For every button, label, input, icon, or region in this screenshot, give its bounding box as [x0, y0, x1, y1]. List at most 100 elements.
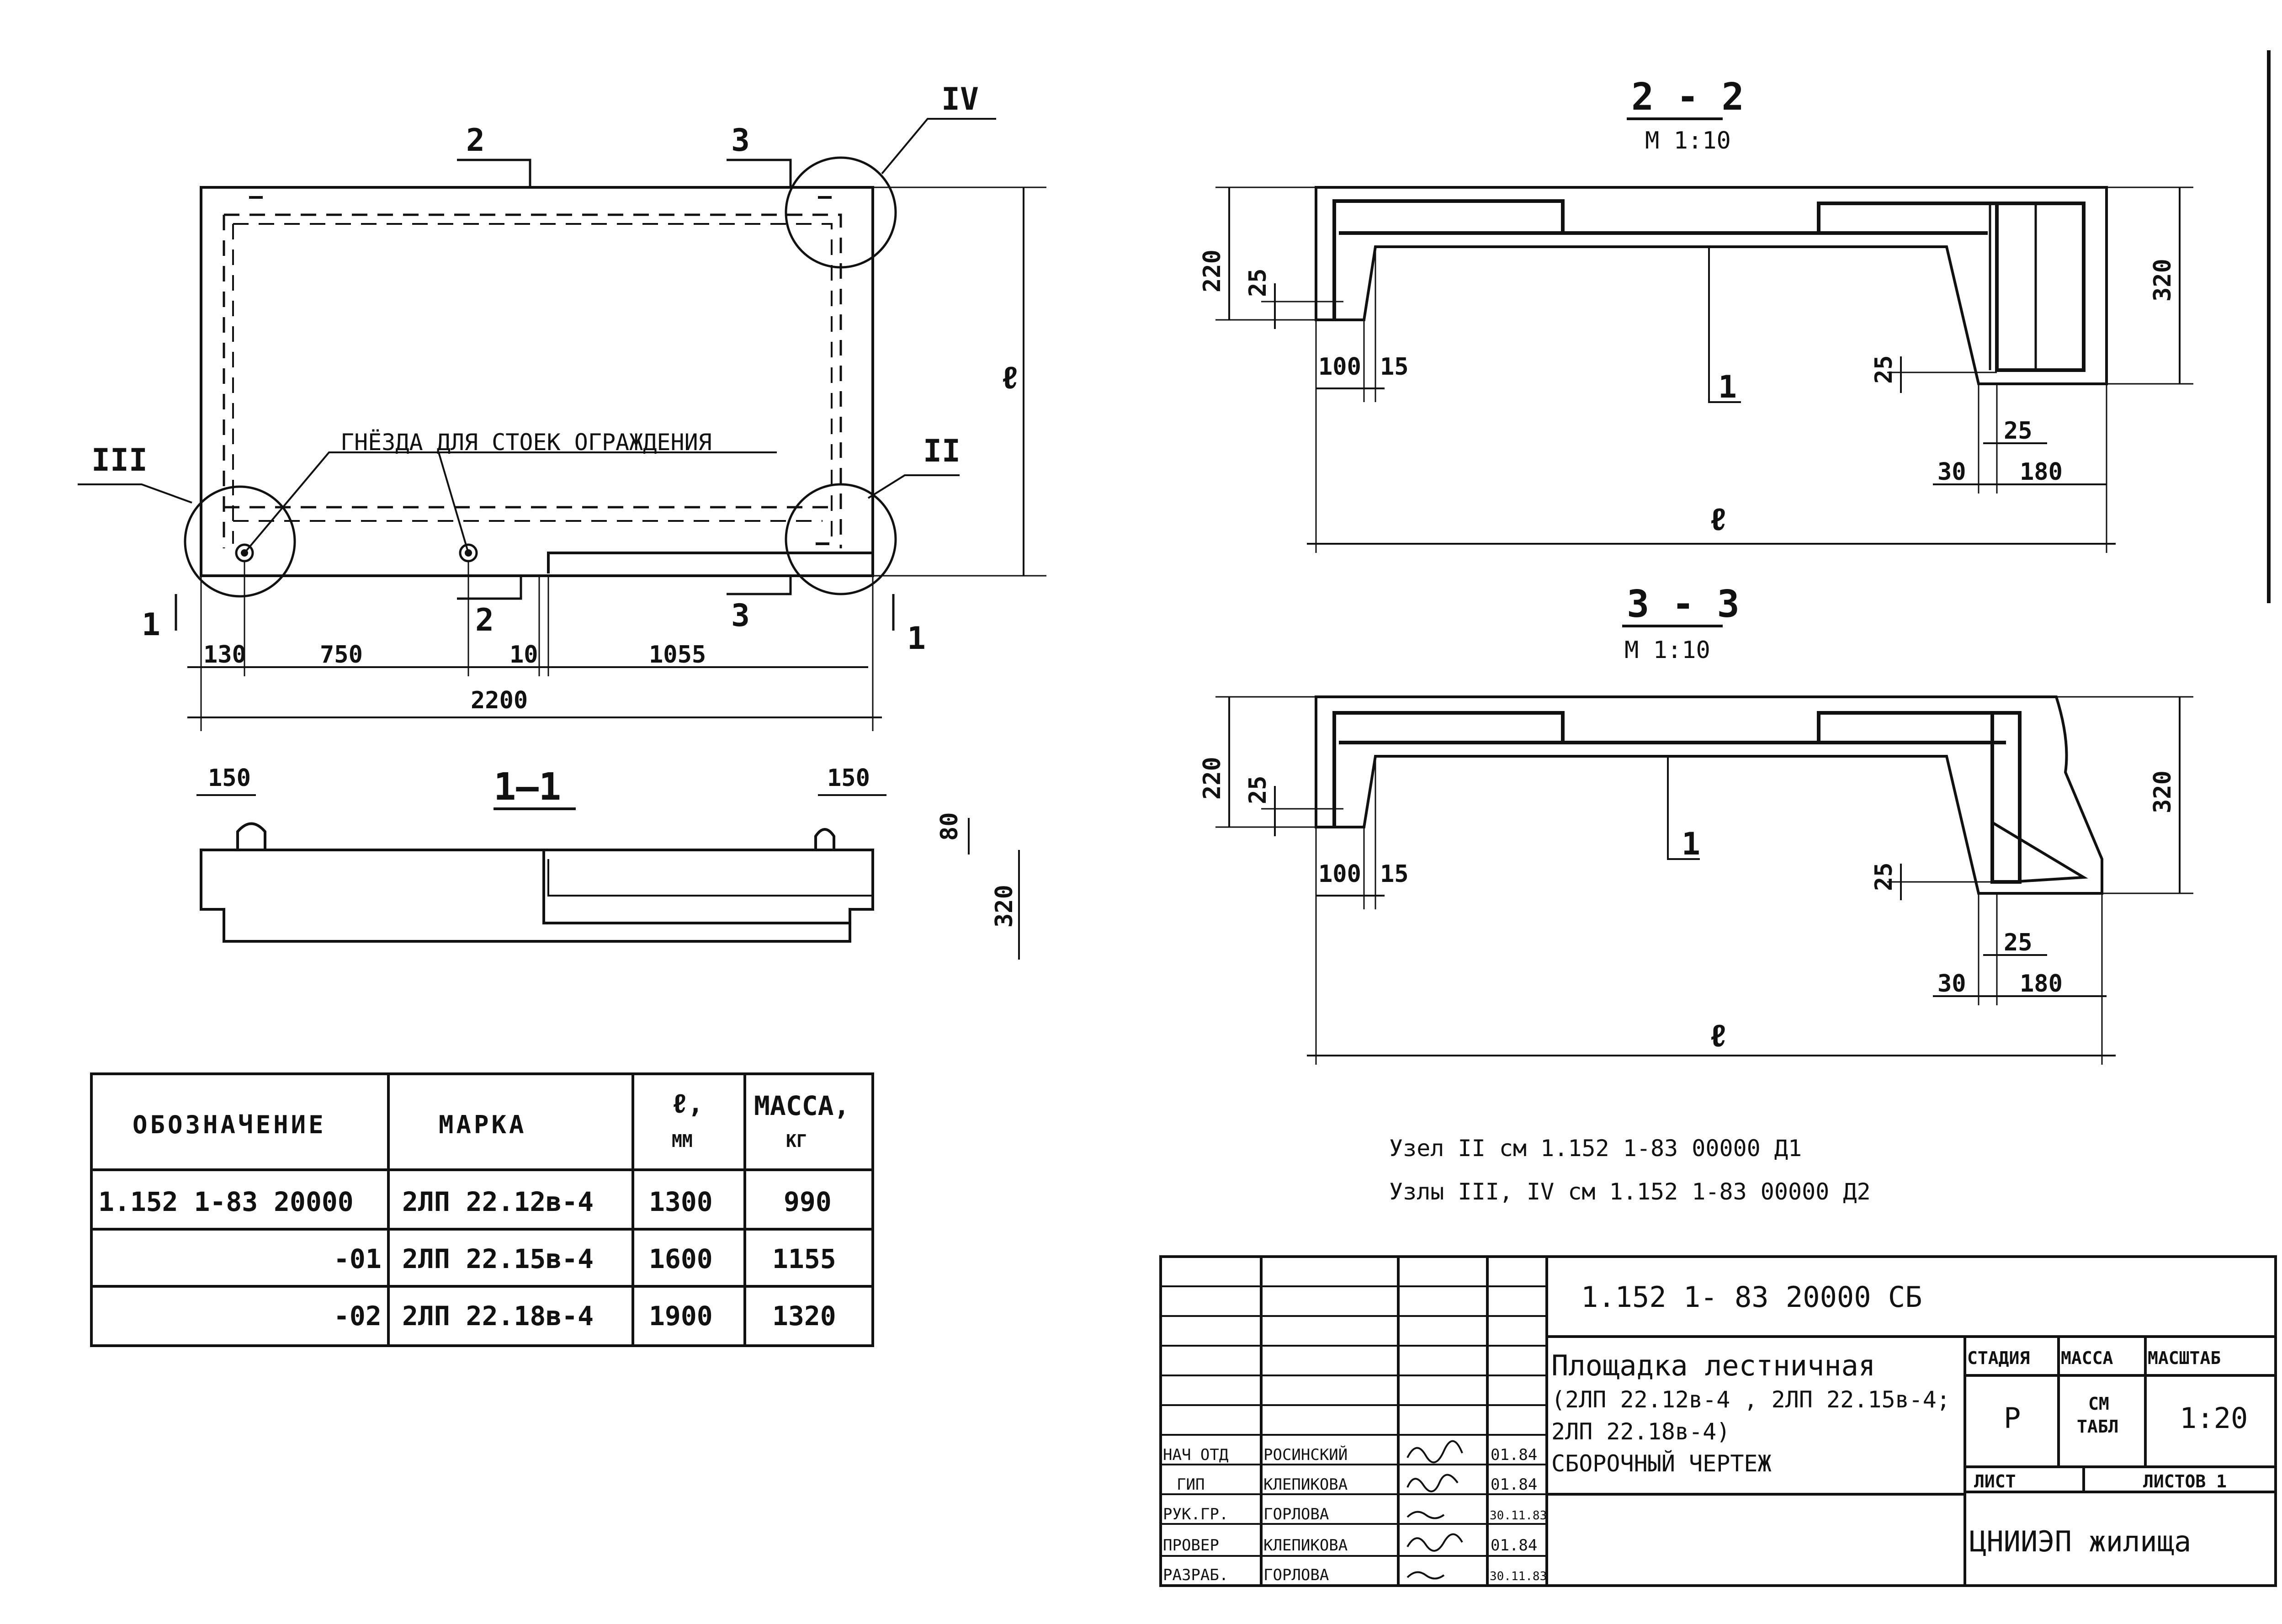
node-4-label: IV	[941, 81, 979, 117]
document-code: 1.152 1- 83 20000 СБ	[1581, 1280, 1922, 1314]
dim-320: 320	[991, 885, 1018, 928]
leader-1-label: 1	[1718, 369, 1737, 405]
section-1-1	[196, 794, 1020, 960]
document-name-4: СБОРОЧНЫЙ ЧЕРТЕЖ	[1551, 1450, 1772, 1477]
dim-130: 130	[203, 641, 246, 669]
plan-step-line	[547, 552, 873, 573]
spec-header-mark: МАРКА	[439, 1110, 527, 1139]
section-1-1-labels: 1—1 150 150 80 320	[208, 764, 1018, 928]
dim-750: 750	[320, 641, 363, 669]
node-2-label: II	[923, 433, 961, 469]
cut-1-label-left: 1	[142, 607, 160, 643]
section-2-2	[1215, 186, 2193, 553]
node-3-label: III	[91, 442, 148, 478]
plan-labels: ГНЁЗДА ДЛЯ СТОЕК ОГРАЖДЕНИЯ IV II III 2 …	[91, 81, 1019, 714]
dim-150-right: 150	[827, 764, 870, 792]
rebar-2-2-top-left	[1332, 199, 1565, 320]
plan-outline	[200, 186, 874, 577]
plan-dashed-contour-inner	[233, 223, 833, 544]
sig-date: 01.84	[1491, 1475, 1537, 1494]
stage-value: Р	[2004, 1401, 2021, 1435]
spec-cell: -02	[334, 1300, 382, 1332]
spec-cell: 990	[784, 1186, 832, 1217]
section-2-2-outline	[1315, 186, 2108, 385]
spec-cell: 2ЛП 22.15в-4	[402, 1243, 594, 1274]
section-3-3-title: 3 - 3	[1627, 583, 1740, 626]
title-block-text: 1.152 1- 83 20000 СБ Площадка лестничная…	[1163, 1280, 2248, 1584]
note-line-2: Узлы III, IV см 1.152 1-83 00000 Д2	[1389, 1178, 1871, 1205]
sig-name: КЛЕПИКОВА	[1263, 1475, 1348, 1494]
dim-15: 15	[1380, 353, 1409, 381]
sheets-label: ЛИСТОВ 1	[2143, 1471, 2227, 1491]
document-name-1: Площадка лестничная	[1551, 1349, 1875, 1382]
dim-80: 80	[936, 812, 963, 841]
spec-header-mass-unit: КГ	[786, 1131, 807, 1151]
spec-cell: 2ЛП 22.18в-4	[402, 1300, 594, 1332]
dim-25: 25	[1244, 775, 1272, 804]
dim-25-right: 25	[2004, 417, 2033, 445]
socket-middle	[459, 543, 478, 563]
dim-180: 180	[2020, 970, 2063, 998]
section-1-1-step-inner	[547, 859, 873, 897]
organization: ЦНИИЭП жилища	[1969, 1525, 2191, 1558]
title-block-frame	[1159, 1255, 2277, 1587]
dim-2200: 2200	[471, 687, 528, 714]
sockets-leader-2	[438, 452, 469, 553]
sockets-leader	[244, 451, 777, 554]
scale-value: 1:20	[2180, 1401, 2248, 1435]
note-line-1: Узел II см 1.152 1-83 00000 Д1	[1389, 1135, 1802, 1162]
cut-3-label-top: 3	[731, 122, 750, 159]
dim-25: 25	[1244, 268, 1272, 297]
signature-mark	[1406, 1571, 1445, 1580]
cut-2-label-top: 2	[466, 122, 485, 159]
dim-l: ℓ	[1709, 1018, 1728, 1054]
sig-name: ГОРЛОВА	[1263, 1566, 1329, 1584]
rebar-2-2-top-right	[1817, 202, 2001, 233]
sig-role: ГИП	[1177, 1475, 1205, 1494]
spec-table-text: ОБОЗНАЧЕНИЕ МАРКА ℓ, ММ МАССА, КГ 1.152 …	[98, 1088, 850, 1332]
cut-1-label-right: 1	[907, 621, 926, 657]
node-circle-3	[184, 485, 296, 598]
section-2-2-scale: М 1:10	[1645, 127, 1731, 154]
spec-cell: 2ЛП 22.12в-4	[402, 1186, 594, 1217]
sockets-label: ГНЁЗДА ДЛЯ СТОЕК ОГРАЖДЕНИЯ	[340, 429, 712, 456]
section-1-1-title: 1—1	[494, 765, 561, 809]
sig-date: 01.84	[1491, 1446, 1537, 1464]
sig-role: РУК.ГР.	[1163, 1505, 1228, 1523]
stage-header: СТАДИЯ	[1967, 1348, 2030, 1368]
document-name-2: (2ЛП 22.12в-4 , 2ЛП 22.15в-4;	[1551, 1386, 1950, 1413]
cut-3-bottom	[727, 576, 792, 595]
dim-25-bottom: 25	[1870, 862, 1898, 891]
sig-role: ПРОВЕР	[1163, 1536, 1219, 1555]
rebar-3-3-hook	[1991, 821, 2088, 883]
dim-220: 220	[1199, 757, 1226, 800]
section-2-2-labels: 2 - 2 М 1:10 220 25 320 100 15 1 25 25 3…	[1199, 75, 2176, 538]
spec-cell: 1600	[649, 1243, 713, 1274]
document-name-3: 2ЛП 22.18в-4)	[1551, 1418, 1730, 1445]
dim-150-left: 150	[208, 764, 251, 792]
plan-view	[78, 118, 1046, 731]
rebar-2-2-cage	[1995, 202, 2086, 372]
dim-25-right: 25	[2004, 929, 2033, 956]
cut-3-label-bottom: 3	[731, 598, 750, 634]
node-circle-4	[785, 156, 897, 269]
sheet-label: ЛИСТ	[1974, 1471, 2016, 1491]
sig-name: КЛЕПИКОВА	[1263, 1536, 1348, 1555]
sig-name: ГОРЛОВА	[1263, 1505, 1329, 1523]
spec-table-frame	[90, 1072, 874, 1347]
dim-30: 30	[1937, 458, 1966, 486]
section-3-3-outline	[1315, 695, 2103, 895]
sig-date: 30.11.83	[1490, 1509, 1547, 1523]
spec-header-l-unit: ММ	[672, 1131, 693, 1151]
spec-cell: 1.152 1-83 20000	[98, 1186, 354, 1217]
sig-role: РАЗРАБ.	[1163, 1566, 1228, 1584]
node-3-leader	[78, 483, 192, 504]
section-3-3	[1215, 695, 2193, 1065]
dim-220: 220	[1199, 249, 1226, 292]
section-1-1-step	[542, 850, 850, 924]
mass-header: МАССА	[2061, 1348, 2113, 1368]
scale-header: МАСШТАБ	[2148, 1348, 2221, 1368]
cut-2-bottom	[457, 576, 522, 600]
spec-header-designation: ОБОЗНАЧЕНИЕ	[133, 1110, 326, 1139]
spec-cell: 1155	[772, 1243, 836, 1274]
